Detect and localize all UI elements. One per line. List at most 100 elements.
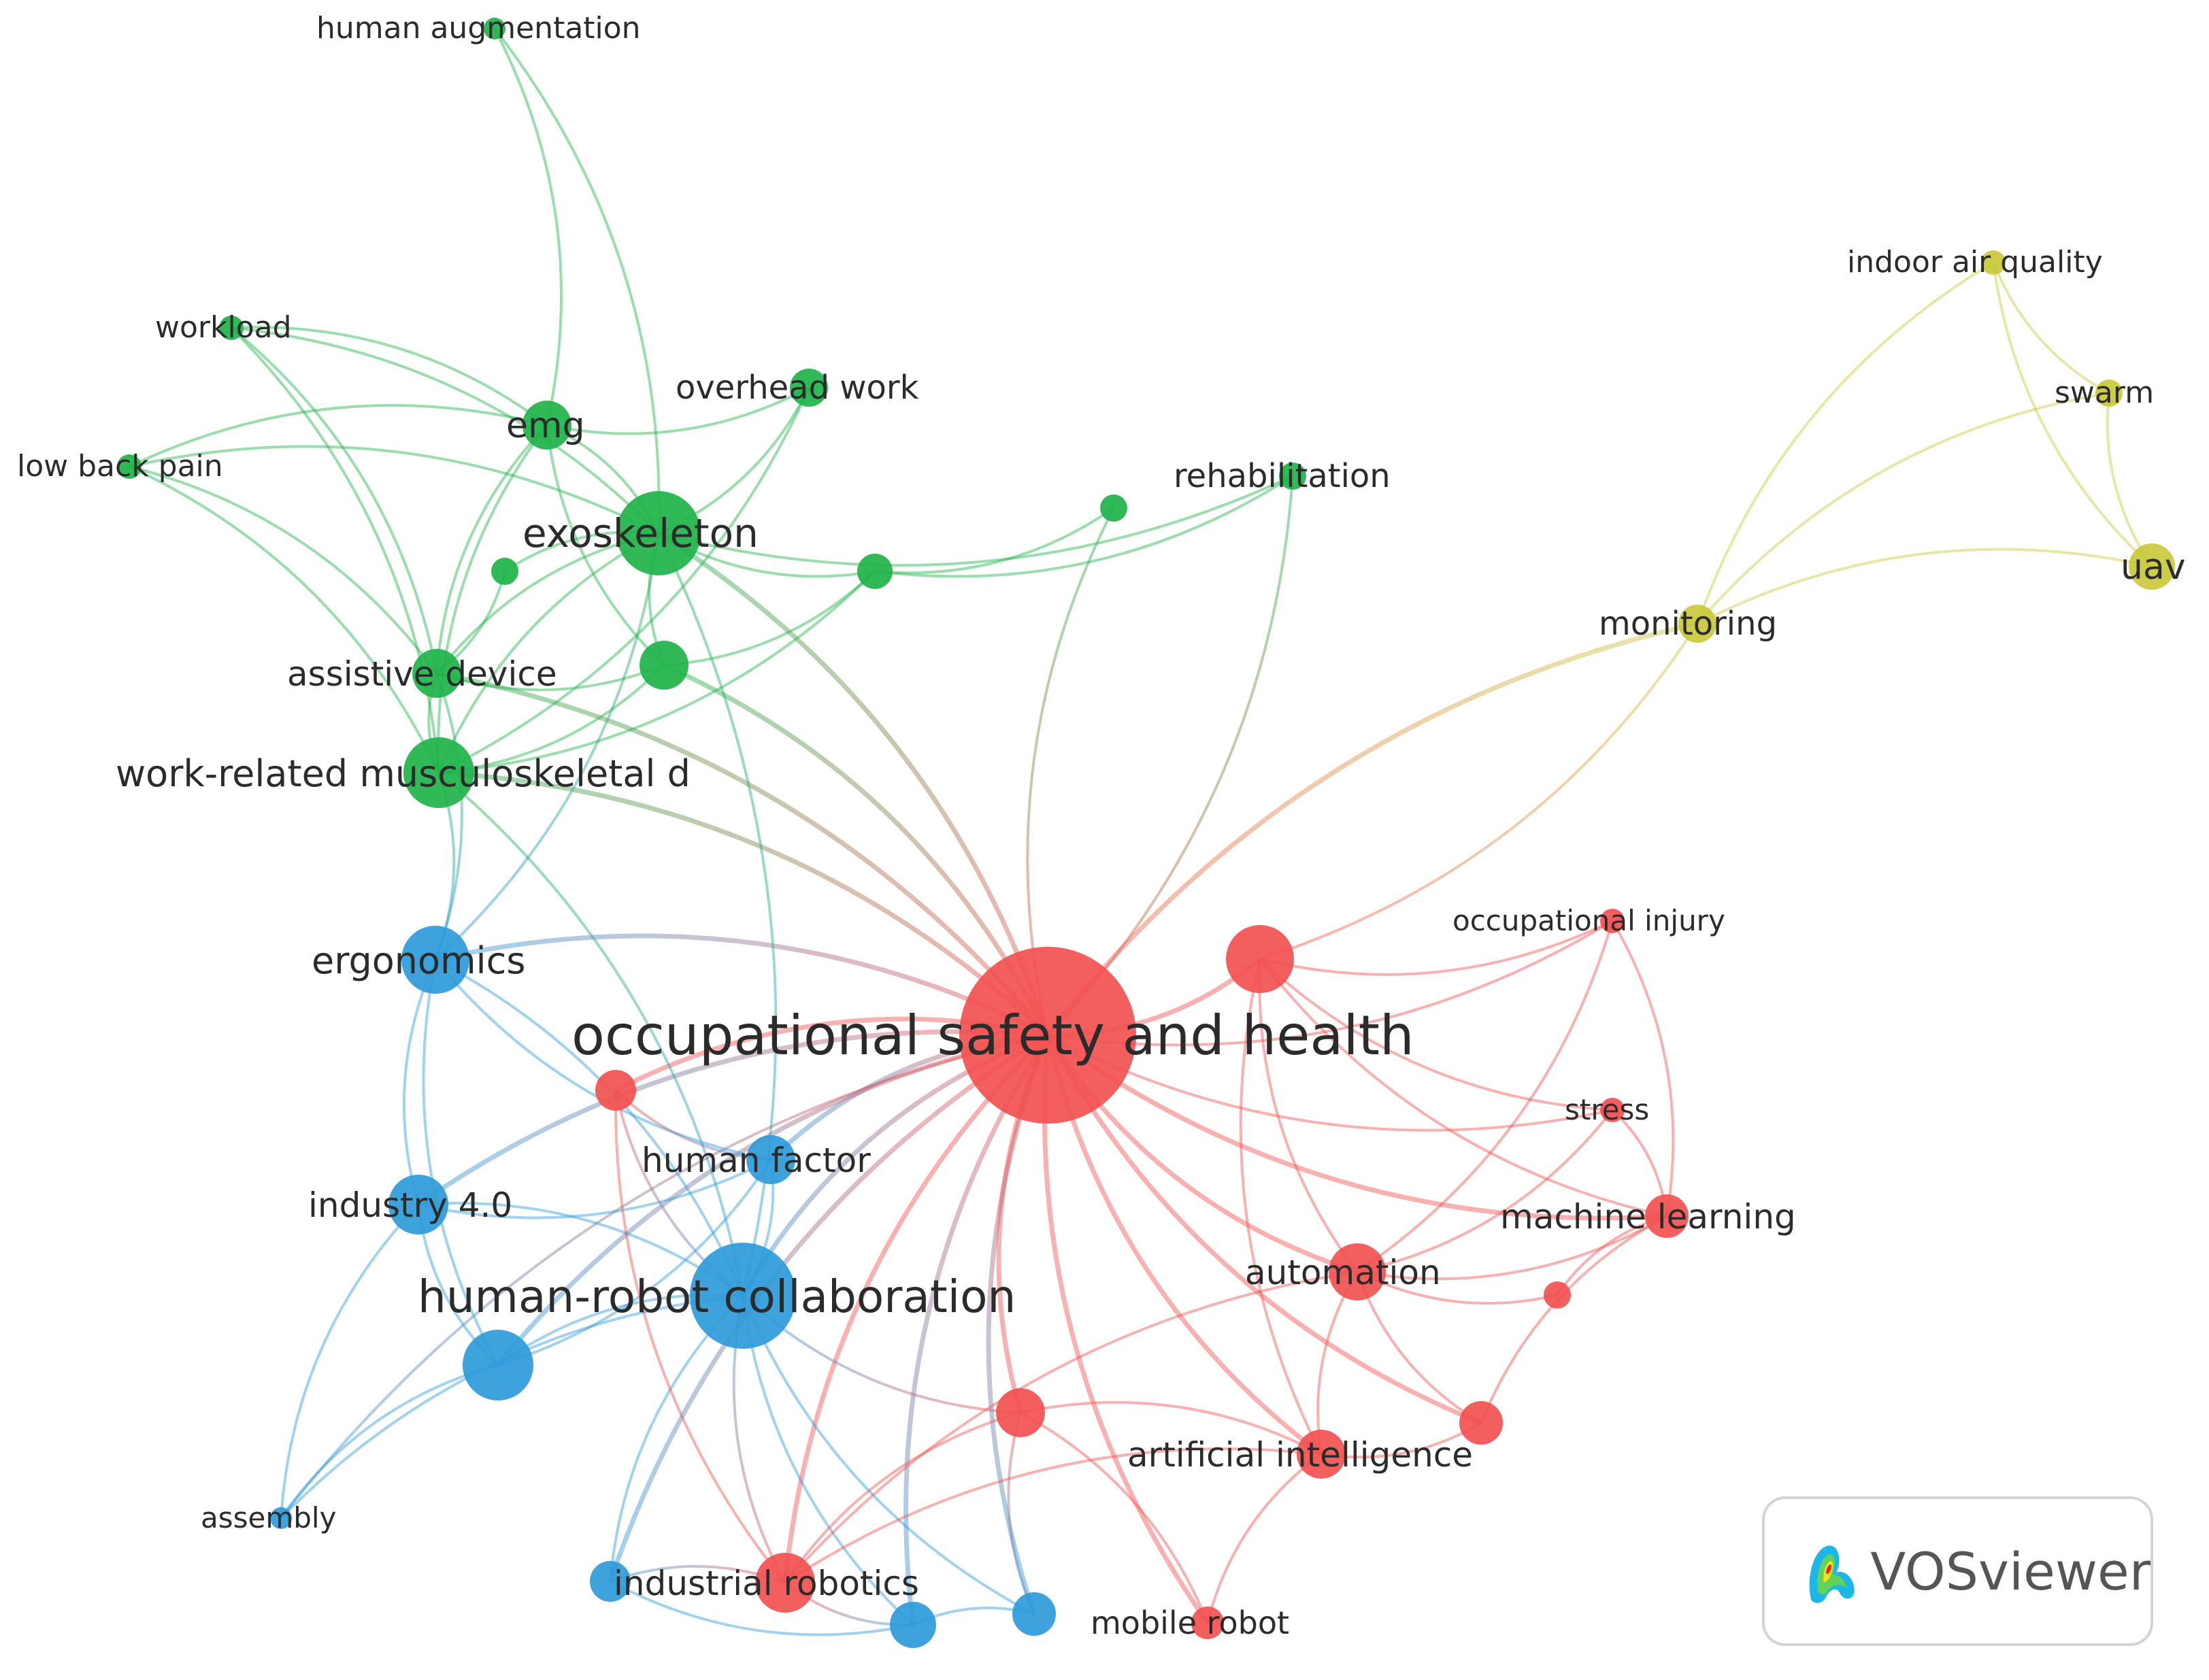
node-label-hf: human factor — [642, 1141, 871, 1180]
node-asm[interactable] — [270, 1507, 292, 1529]
node-swarm[interactable] — [2095, 380, 2123, 407]
edge-exo-wmsd — [437, 532, 659, 773]
edge-emg-g3 — [546, 424, 665, 667]
node-iaq[interactable] — [1981, 250, 2006, 275]
node-layer — [117, 18, 2175, 1648]
edge-osh-exo — [657, 531, 1050, 1037]
node-exo[interactable] — [616, 491, 701, 575]
edge-emg-ad — [435, 424, 548, 674]
node-label-auto: automation — [1245, 1253, 1441, 1292]
node-r_big[interactable] — [1226, 925, 1294, 993]
edge-osh-wmsd — [438, 770, 1050, 1037]
node-blue_c[interactable] — [1012, 1592, 1056, 1636]
node-r_sm[interactable] — [1544, 1281, 1571, 1309]
edge-g2-rehab — [874, 475, 1294, 578]
node-label-exo: exoskeleton — [522, 510, 759, 556]
node-label-ad: assistive device — [287, 654, 557, 694]
edge-ai-ir — [784, 1447, 1322, 1584]
node-label-lbp: low back pain — [17, 449, 223, 484]
node-r_mid[interactable] — [996, 1388, 1045, 1437]
label-layer: occupational safety and healthhuman-robo… — [17, 11, 2186, 1641]
edge-blue_big-asm — [280, 1364, 499, 1519]
edge-ad-wl — [230, 326, 438, 674]
node-label-hrc: human-robot collaboration — [418, 1271, 1016, 1323]
node-blue_b[interactable] — [890, 1602, 936, 1648]
node-label-emg: emg — [506, 405, 585, 446]
node-wl[interactable] — [219, 316, 244, 340]
node-g2[interactable] — [857, 554, 893, 589]
edge-auto-ml — [1357, 1215, 1667, 1281]
node-ir[interactable] — [755, 1553, 815, 1613]
edge-osh-asm — [280, 1034, 1048, 1519]
node-osh[interactable] — [959, 947, 1136, 1124]
node-ha[interactable] — [484, 18, 505, 39]
edge-osh-blue_b — [903, 1034, 1050, 1626]
node-mr[interactable] — [1191, 1607, 1224, 1639]
node-g4[interactable] — [1100, 494, 1127, 522]
node-hrc[interactable] — [690, 1243, 796, 1349]
brand-name: VOSviewer — [1870, 1541, 2150, 1602]
edge-emg-wmsd — [437, 424, 548, 773]
edge-r_big-stress — [1259, 958, 1613, 1111]
edge-ind4-asm — [280, 1203, 420, 1519]
node-ai[interactable] — [1297, 1430, 1346, 1479]
edge-swarm-uav — [2106, 392, 2153, 568]
node-stress[interactable] — [1600, 1098, 1625, 1122]
edge-iaq-swarm — [1992, 262, 2110, 394]
edge-osh-mr — [1042, 1035, 1210, 1625]
edge-exo-wl — [231, 326, 660, 535]
edge-ad-lbp — [129, 465, 438, 675]
edge-ai-mr — [1206, 1453, 1323, 1624]
node-mon[interactable] — [1678, 605, 1716, 643]
vosviewer-logo-icon — [1809, 1545, 1855, 1603]
node-r_left[interactable] — [595, 1070, 636, 1111]
edge-r_mid-ir — [784, 1411, 1021, 1584]
node-ergo[interactable] — [401, 926, 469, 994]
edge-auto-stress — [1357, 1109, 1614, 1273]
edge-iaq-mon — [1696, 261, 1995, 624]
node-blue_a[interactable] — [590, 1561, 631, 1602]
edge-uav-mon — [1697, 548, 2153, 625]
node-hf[interactable] — [746, 1135, 795, 1184]
vosviewer-badge: VOSviewer — [1762, 1496, 2153, 1646]
edge-r_big-oi — [1259, 920, 1613, 976]
edge-ai-r_mid — [1020, 1400, 1322, 1456]
edge-osh-ir — [782, 1033, 1050, 1583]
node-uav[interactable] — [2129, 543, 2175, 590]
node-rehab[interactable] — [1279, 463, 1306, 490]
node-label-stress: stress — [1565, 1093, 1649, 1126]
node-emg[interactable] — [522, 401, 571, 450]
edge-ergo-hf — [434, 958, 771, 1161]
node-ind4[interactable] — [388, 1175, 448, 1234]
node-label-ind4: industry 4.0 — [308, 1186, 512, 1225]
node-ml[interactable] — [1645, 1194, 1689, 1238]
node-g1[interactable] — [491, 558, 518, 585]
edge-osh-ml — [1046, 1033, 1667, 1221]
edge-osh-ergo — [435, 933, 1049, 1038]
edge-ergo-ad — [434, 673, 463, 960]
edge-mon-osh — [1046, 621, 1698, 1037]
node-label-uav: uav — [2121, 547, 2186, 588]
edge-swarm-mon — [1696, 392, 2110, 625]
node-label-ohw: overhead work — [676, 369, 919, 407]
node-g3[interactable] — [640, 641, 688, 690]
edge-ergo-ind4 — [402, 959, 437, 1205]
edge-wmsd-lbp — [129, 465, 440, 773]
node-label-ir: industrial robotics — [614, 1564, 919, 1603]
node-auto[interactable] — [1329, 1243, 1386, 1300]
node-wmsd[interactable] — [403, 737, 474, 808]
node-r_ai2[interactable] — [1459, 1401, 1503, 1445]
edge-blue_a-blue_b — [610, 1580, 914, 1636]
edge-exo-lbp — [129, 445, 659, 535]
edge-r_big-auto — [1258, 958, 1359, 1273]
edge-r_left-ir — [614, 1090, 786, 1584]
node-label-mr: mobile robot — [1091, 1605, 1289, 1641]
node-oi[interactable] — [1600, 909, 1625, 933]
node-blue_big[interactable] — [463, 1330, 533, 1400]
node-ohw[interactable] — [790, 369, 828, 407]
node-ad[interactable] — [412, 649, 461, 698]
node-lbp[interactable] — [117, 454, 142, 479]
edge-blue_big-hf — [497, 1158, 772, 1366]
edge-osh-ad — [436, 671, 1050, 1037]
edge-r_big-ml — [1259, 958, 1667, 1217]
